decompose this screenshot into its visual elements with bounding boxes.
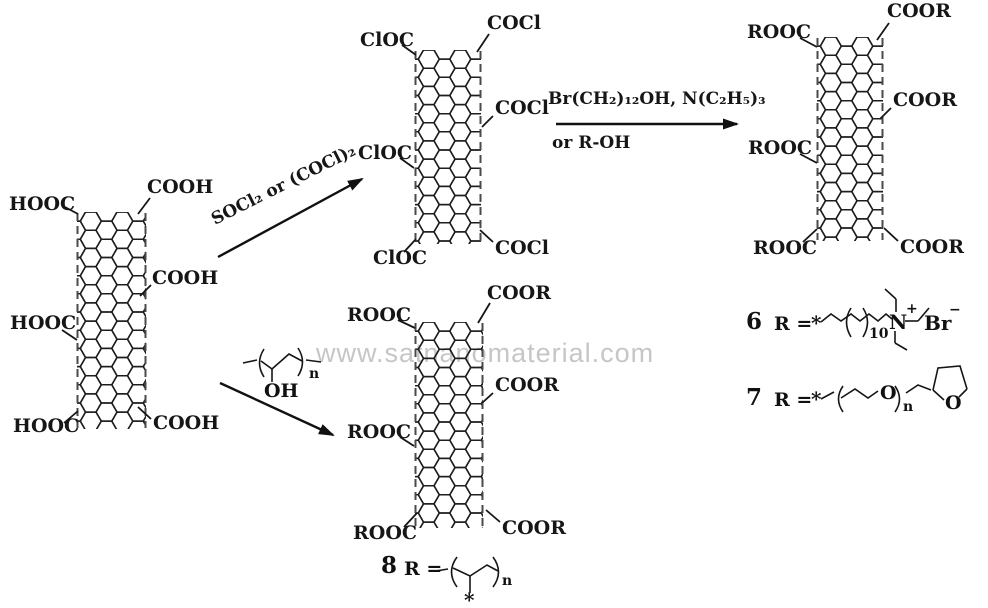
ether-oxygen-atom: O [880, 382, 897, 404]
group-label-coor: COOR [502, 517, 567, 539]
chlorination-arrow [217, 177, 364, 259]
chain-subscript-n: n [903, 399, 913, 415]
group-label-cloc: ClOC [360, 29, 415, 51]
cnt-ester-bottom-lattice [413, 322, 485, 528]
group-label-cooh: COOH [153, 412, 220, 434]
attachment-star: * [811, 387, 822, 411]
group-label-cloc: ClOC [373, 247, 428, 269]
esterification-alt-reagent-label: or R-OH [552, 133, 631, 153]
nanotube-lattice [414, 50, 482, 244]
legend8-structure: n * [435, 556, 512, 608]
legend-7-r-label: R = [774, 389, 813, 411]
nitrogen-atom: N [889, 310, 907, 334]
attachment-star: * [811, 311, 822, 335]
nanotube-lattice [816, 37, 884, 241]
cnt-cooh-lattice [75, 212, 148, 429]
pva-hydroxyl-label: OH [264, 380, 299, 402]
group-label-cloc: ClOC [358, 142, 413, 164]
pva-reagent-structure: n OH [242, 347, 322, 402]
nanotube-lattice [76, 212, 147, 429]
group-label-cocl: COCl [487, 12, 542, 34]
group-label-coor: COOR [893, 89, 958, 111]
watermark: www.satnanomaterial.com [316, 338, 655, 368]
attachment-star: * [464, 588, 475, 608]
legend-7-number: 7 [746, 384, 763, 411]
polymer-esterification-arrow [219, 381, 335, 437]
group-label-rooc: ROOC [347, 421, 412, 443]
group-label-cooh: COOH [147, 176, 214, 198]
group-label-rooc: ROOC [748, 137, 813, 159]
ring-oxygen-atom: O [945, 392, 962, 414]
legend-8-number: 8 [381, 552, 398, 579]
substituent-bonds [61, 22, 899, 528]
cnt-cocl-lattice [413, 50, 483, 244]
group-label-cocl: COCl [495, 97, 550, 119]
legend-6-r-label: R = [774, 313, 813, 335]
group-label-coor: COOR [487, 282, 552, 304]
group-label-rooc: ROOC [353, 522, 418, 544]
group-label-cocl: COCl [495, 237, 550, 259]
bromide-counterion: Br [924, 311, 952, 335]
group-label-coor: COOR [887, 0, 952, 22]
group-label-coor: COOR [495, 374, 560, 396]
group-label-coor: COOR [900, 236, 965, 258]
positive-charge: + [906, 301, 918, 317]
group-label-rooc: ROOC [347, 304, 412, 326]
cnt-ester-right-lattice [815, 37, 885, 241]
legend-6-number: 6 [746, 308, 763, 335]
group-label-hooc: HOOC [10, 312, 77, 334]
group-label-rooc: ROOC [747, 21, 812, 43]
group-label-hooc: HOOC [9, 193, 76, 215]
group-label-hooc: HOOC [13, 415, 80, 437]
nanotube-lattice [414, 322, 484, 528]
pva-subscript-n: n [309, 366, 319, 382]
group-label-rooc: ROOC [753, 237, 818, 259]
legend6-structure: * 10 N + Br − [811, 288, 961, 351]
legend7-structure: * O n O [811, 365, 968, 415]
group-label-cooh: COOH [152, 267, 219, 289]
legend-8-r-label: R = [404, 558, 443, 580]
esterification-reagents-label: Br(CH₂)₁₂OH, N(C₂H₅)₃ [548, 89, 766, 109]
chain-subscript-n: n [502, 573, 512, 589]
chain-subscript-10: 10 [869, 326, 889, 342]
negative-charge: − [949, 302, 961, 318]
